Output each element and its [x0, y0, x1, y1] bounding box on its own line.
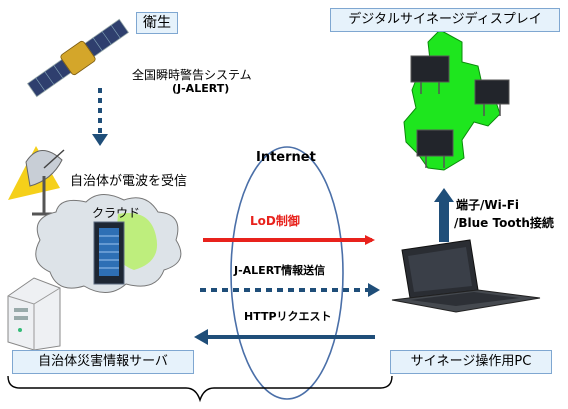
server-tower-icon — [7, 277, 61, 351]
jalert-send-label: J-ALERT情報送信 — [234, 264, 326, 277]
system-name-label: 全国瞬時警告システム — [132, 68, 252, 82]
signage-box-label: デジタルサイネージディスプレイ — [330, 8, 560, 32]
pc-box-label: サイネージ操作用PC — [390, 350, 552, 374]
http-request-label: HTTPリクエスト — [244, 310, 332, 323]
antenna-icon — [8, 146, 65, 216]
bottom-brace — [7, 375, 393, 403]
system-code-label: (J-ALERT) — [172, 82, 230, 95]
antenna-caption: 自治体が電波を受信 — [70, 174, 188, 189]
cloud-label: クラウド — [92, 206, 141, 220]
terminal-label-line2: /Blue Tooth接続 — [454, 216, 554, 230]
signage-display-icon — [410, 55, 450, 94]
internet-label: Internet — [256, 150, 316, 165]
connection-up-arrow — [434, 188, 454, 242]
http-request-arrow — [194, 329, 375, 345]
signage-display-icon — [474, 79, 510, 116]
internet-ellipse — [230, 146, 344, 400]
satellite-label: 衛生 — [136, 12, 178, 34]
jalert-send-arrow — [200, 283, 380, 297]
server-box-label: 自治体災害情報サーバ — [12, 350, 194, 374]
signage-display-icon — [416, 129, 454, 168]
laptop-icon — [391, 239, 541, 313]
terminal-label-line1: 端子/Wi-Fi — [456, 198, 520, 212]
lod-control-label: LoD制御 — [250, 214, 300, 228]
server-rack-icon — [93, 221, 125, 285]
satellite-icon — [26, 18, 130, 98]
satellite-downlink-arrow — [92, 88, 108, 146]
